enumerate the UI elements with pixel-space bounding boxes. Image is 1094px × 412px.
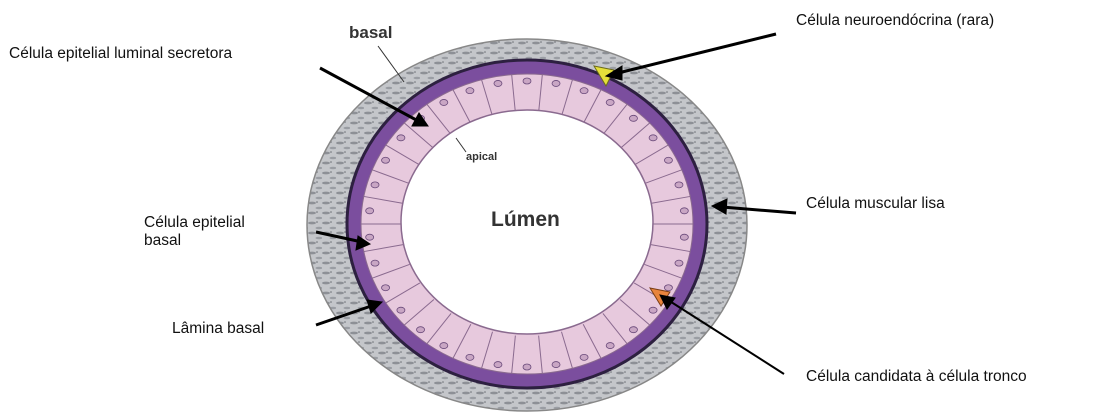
label-basal-epithelial-line2: basal (144, 232, 245, 250)
label-basal-lamina: Lâmina basal (172, 320, 264, 338)
cell-nucleus (649, 307, 657, 313)
cell-nucleus (580, 354, 588, 360)
cell-nucleus (629, 115, 637, 121)
cell-nucleus (371, 182, 379, 188)
cell-nucleus (523, 78, 531, 84)
cell-nucleus (417, 327, 425, 333)
cell-nucleus (397, 135, 405, 141)
cell-nucleus (523, 364, 531, 370)
cell-nucleus (397, 307, 405, 313)
label-stem-candidate-cell: Célula candidata à célula tronco (806, 368, 1027, 386)
lumen-inner-label: Lúmen (491, 208, 560, 231)
cell-nucleus (649, 135, 657, 141)
cell-nucleus (552, 80, 560, 86)
cell-nucleus (606, 343, 614, 349)
cell-nucleus (466, 88, 474, 94)
cell-nucleus (680, 234, 688, 240)
cell-nucleus (664, 285, 672, 291)
cell-nucleus (675, 260, 683, 266)
label-smooth-muscle-cell: Célula muscular lisa (806, 195, 945, 213)
cell-nucleus (664, 157, 672, 163)
cell-nucleus (606, 99, 614, 105)
label-basal-epithelial-line1: Célula epitelial (144, 214, 245, 232)
basal-pointer (378, 46, 404, 82)
cell-nucleus (382, 285, 390, 291)
cell-nucleus (366, 234, 374, 240)
cell-nucleus (494, 80, 502, 86)
cell-nucleus (466, 354, 474, 360)
cell-nucleus (382, 157, 390, 163)
cell-nucleus (366, 208, 374, 214)
label-basal-epithelial-cell: Célula epitelial basal (144, 214, 245, 250)
cell-nucleus (580, 88, 588, 94)
apical-inner-label: apical (466, 151, 497, 163)
cell-nucleus (675, 182, 683, 188)
label-luminal-secretory-cell: Célula epitelial luminal secretora (9, 45, 232, 63)
cell-nucleus (440, 99, 448, 105)
arrow-neuroendocrine (614, 34, 776, 74)
cell-nucleus (371, 260, 379, 266)
cell-nucleus (494, 362, 502, 368)
cell-nucleus (552, 362, 560, 368)
basal-inner-label: basal (349, 23, 392, 42)
label-neuroendocrine-cell: Célula neuroendócrina (rara) (796, 12, 994, 30)
cell-nucleus (680, 208, 688, 214)
cell-nucleus (629, 327, 637, 333)
cell-nucleus (440, 343, 448, 349)
